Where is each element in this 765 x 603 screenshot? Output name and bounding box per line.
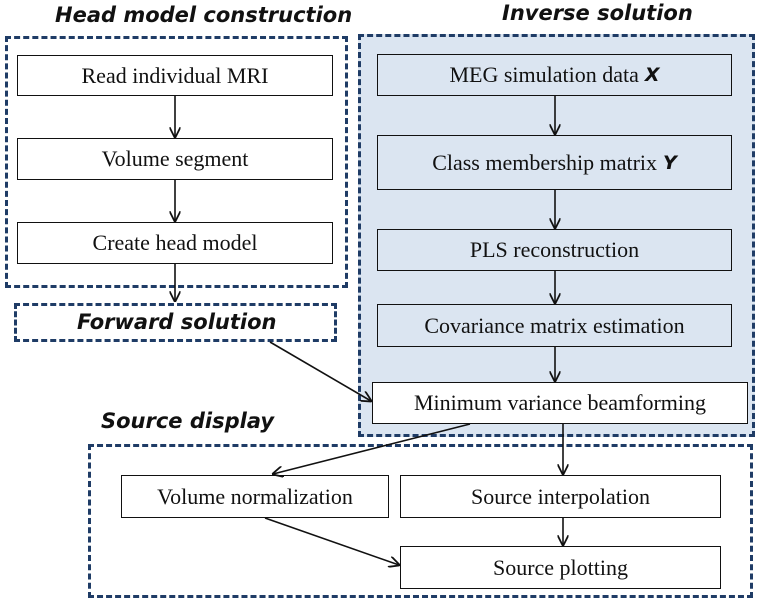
covariance-label: Covariance matrix estimation — [424, 312, 685, 338]
volume-segment-node: Volume segment — [17, 138, 333, 180]
volume-segment-label: Volume segment — [101, 146, 249, 171]
pls-label: PLS reconstruction — [469, 237, 640, 262]
class-matrix-node: Class membership matrix Y — [377, 135, 732, 190]
volume-normalization-node: Volume normalization — [121, 475, 389, 518]
source-plotting-label: Source plotting — [492, 554, 629, 580]
head-model-title: Head model construction — [55, 3, 353, 27]
beamforming-label: Minimum variance beamforming — [413, 390, 707, 415]
pls-node: PLS reconstruction — [377, 229, 732, 271]
class-matrix-label: Class membership matrix — [432, 149, 658, 175]
source-plotting-node: Source plotting — [400, 546, 721, 589]
inverse-solution-title: Inverse solution — [502, 1, 693, 25]
volume-normalization-label: Volume normalization — [157, 483, 353, 509]
meg-data-variable: X — [644, 64, 660, 86]
source-display-title: Source display — [101, 409, 275, 433]
class-matrix-variable: Y — [663, 151, 677, 174]
head-model-frame — [5, 36, 348, 288]
meg-data-label: MEG simulation data — [449, 62, 639, 87]
covariance-node: Covariance matrix estimation — [377, 304, 732, 347]
arrow-forward-to-beamforming — [269, 341, 371, 401]
create-head-model-label: Create head model — [92, 230, 258, 255]
read-mri-label: Read individual MRI — [81, 62, 269, 88]
create-head-model-node: Create head model — [17, 222, 333, 264]
meg-data-node: MEG simulation data X — [377, 54, 732, 96]
source-interpolation-node: Source interpolation — [400, 475, 721, 518]
source-interpolation-label: Source interpolation — [470, 483, 650, 509]
read-mri-node: Read individual MRI — [17, 55, 333, 96]
forward-solution-frame — [14, 303, 337, 342]
forward-solution-title: Forward solution — [77, 310, 277, 334]
beamforming-node: Minimum variance beamforming — [372, 382, 748, 424]
